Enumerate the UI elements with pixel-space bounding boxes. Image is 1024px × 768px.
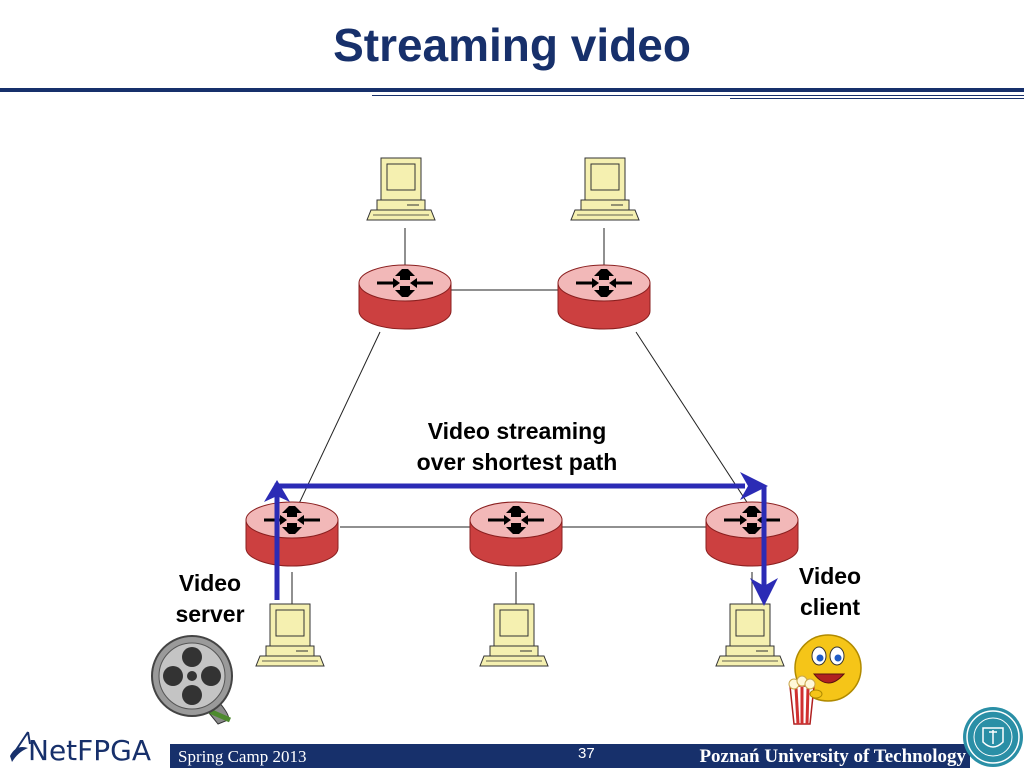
footer-event: Spring Camp 2013 (178, 747, 307, 766)
server-label-line1: Video (178, 570, 242, 596)
title-rule-thin (372, 95, 1024, 96)
slide-title: Streaming video (333, 19, 691, 71)
client-label-line1: Video (798, 563, 862, 589)
client-label-line2: client (799, 594, 861, 620)
netfpga-logo: NetFPGA (6, 726, 168, 767)
logo-text: NetFPGA (28, 734, 151, 767)
router-icon (557, 264, 651, 330)
video-client-label: Video client (784, 561, 876, 623)
router-icon (469, 501, 563, 567)
computer-icon (570, 157, 640, 221)
router-icon (245, 501, 339, 567)
network-diagram (151, 157, 862, 725)
smiley-popcorn-icon (788, 634, 862, 725)
footer-bar: Spring Camp 2013 37 Poznań University of… (170, 744, 970, 768)
path-label-line1: Video streaming (427, 418, 607, 444)
title-rule-thick (0, 88, 1024, 92)
router-icon (358, 264, 452, 330)
path-label: Video streaming over shortest path (392, 416, 642, 478)
computer-icon (715, 603, 785, 667)
university-seal-icon (963, 707, 1023, 767)
computer-icon (366, 157, 436, 221)
server-label-line2: server (175, 601, 245, 627)
video-server-label: Video server (160, 568, 260, 630)
computer-icon (479, 603, 549, 667)
film-reel-icon (151, 635, 233, 725)
path-label-line2: over shortest path (416, 449, 618, 475)
links (291, 228, 753, 604)
footer-university: Poznań University of Technology (699, 746, 966, 767)
router-icon (705, 501, 799, 567)
netfpga-logo-icon (10, 731, 31, 762)
page-number: 37 (578, 745, 595, 762)
path-arrowheads (264, 472, 778, 606)
computer-icon (255, 603, 325, 667)
title-rule-thin-2 (730, 98, 1024, 99)
